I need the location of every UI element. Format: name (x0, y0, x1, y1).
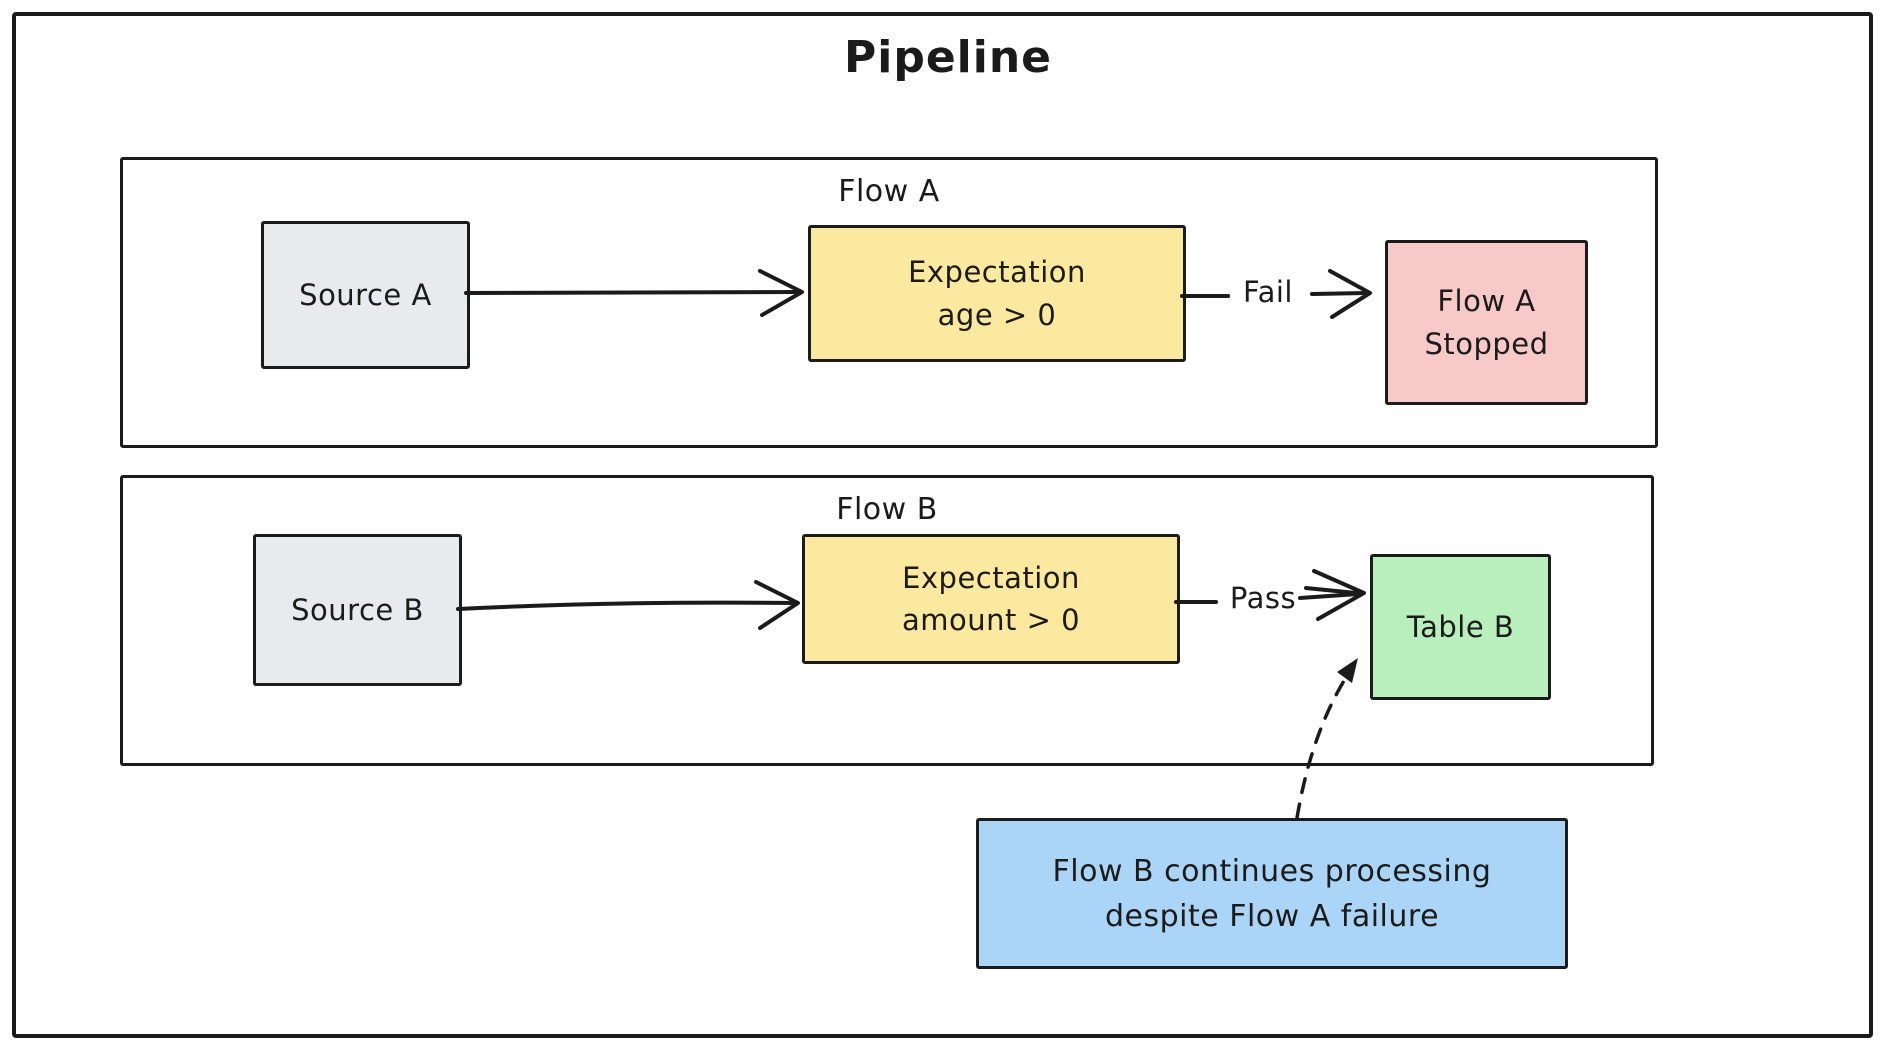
expectation-amount-node: Expectation amount > 0 (802, 534, 1180, 664)
note-line2: despite Flow A failure (1104, 898, 1440, 934)
table-b-node: Table B (1370, 554, 1551, 700)
flow-a-label: Flow A (838, 174, 940, 209)
source-a-label: Source A (299, 277, 432, 312)
flow-b-label: Flow B (836, 492, 938, 527)
expectation-b-line2: amount > 0 (901, 603, 1081, 637)
table-b-label: Table B (1406, 609, 1515, 644)
flow-a-stopped-line1: Flow A (1437, 284, 1536, 319)
pass-edge-label: Pass (1229, 581, 1297, 615)
flow-a-container: Flow A Source A Expectation age > 0 Flow… (120, 157, 1658, 448)
expectation-a-line1: Expectation (908, 255, 1086, 290)
expectation-age-node: Expectation age > 0 (808, 225, 1186, 362)
fail-edge-label: Fail (1243, 275, 1293, 309)
pipeline-title: Pipeline (844, 32, 1052, 83)
source-b-node: Source B (253, 534, 462, 686)
flow-a-stopped-line2: Stopped (1424, 326, 1549, 361)
expectation-b-line1: Expectation (902, 560, 1080, 595)
source-a-node: Source A (261, 221, 470, 369)
flow-a-stopped-node: Flow A Stopped (1385, 240, 1588, 405)
source-b-label: Source B (291, 592, 424, 627)
expectation-a-line2: age > 0 (937, 297, 1057, 332)
note-line1: Flow B continues processing (1052, 853, 1492, 889)
flow-b-container: Flow B Source B Expectation amount > 0 T… (120, 475, 1654, 766)
note-box: Flow B continues processing despite Flow… (976, 818, 1568, 969)
